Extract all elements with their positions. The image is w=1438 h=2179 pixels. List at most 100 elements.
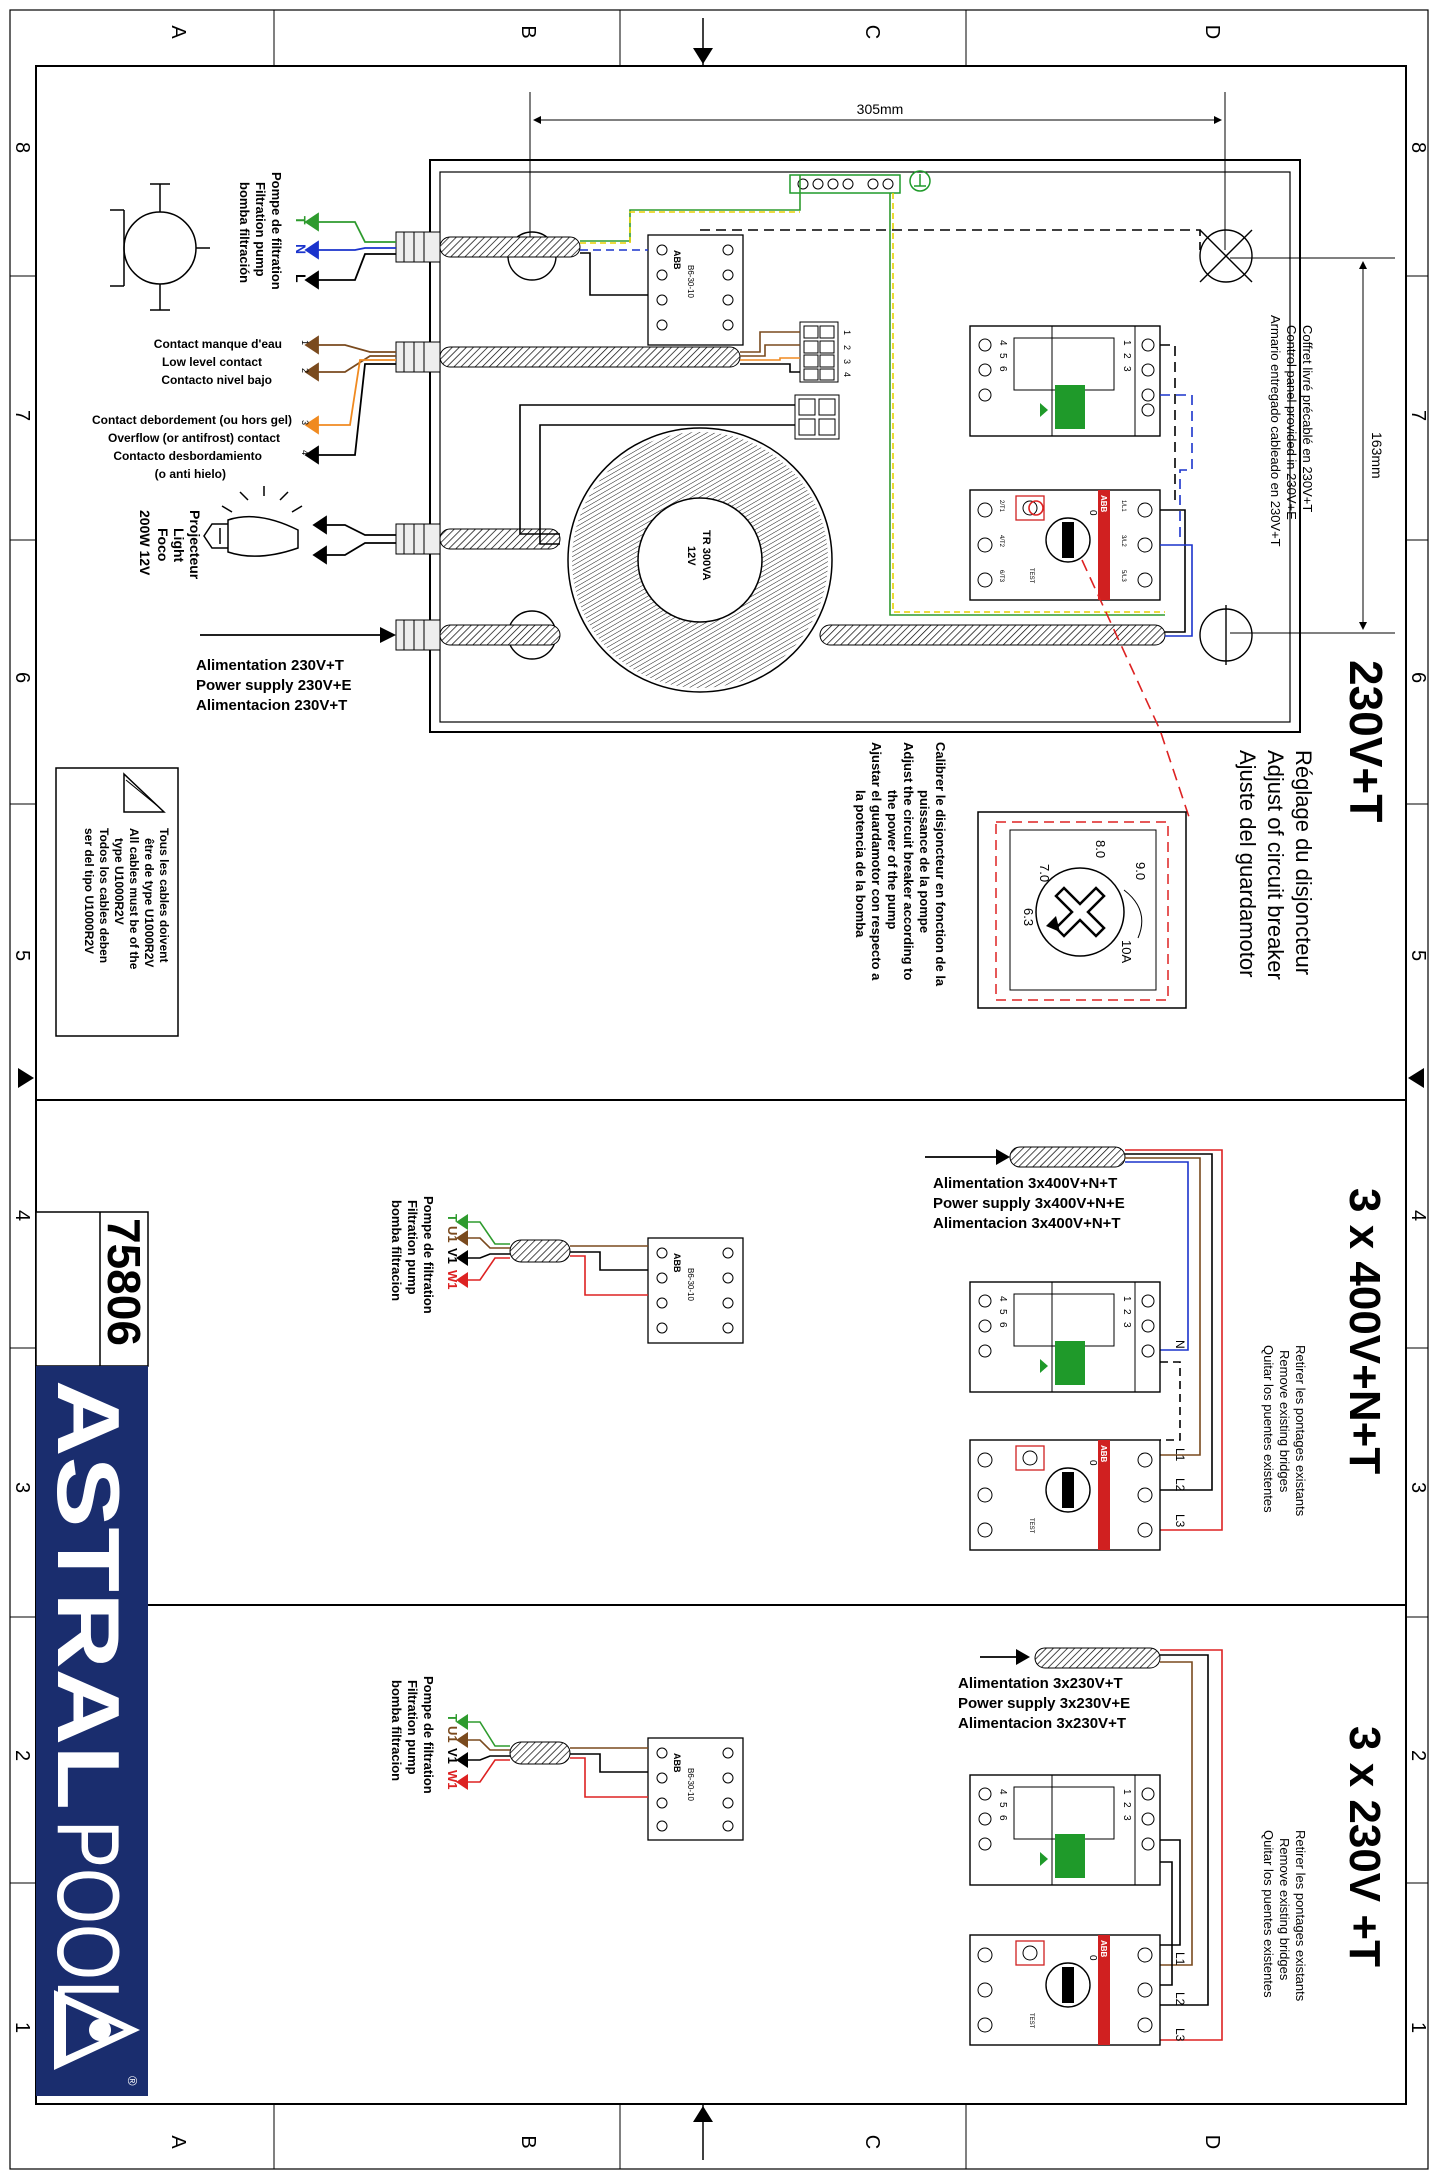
dimension-width: 305mm	[529, 92, 1226, 250]
contactor-400: ABB B6-30-10	[647, 1237, 744, 1344]
adjust-note-4: the power of the pump	[885, 790, 900, 929]
cable-warning-box: Tous les cables doivent être de type U10…	[55, 767, 179, 1037]
section-3x230-note: Retirer les pontages existants Remove ex…	[1261, 1830, 1308, 2002]
circuit-breaker-230: ABB 0 TEST 2/T1 4/T2 6/T3 1/L1 3/L2 5/L3	[969, 489, 1161, 601]
adjust-title-1: Réglage du disjoncteur	[1291, 750, 1316, 975]
supply-400-line-2: Power supply 3x400V+N+E	[933, 1195, 1125, 1212]
contact-arrow-4: 4	[300, 450, 310, 455]
breaker-230-l3: 5/L3	[1120, 570, 1126, 582]
breaker-230-l1: 1/L1	[1120, 500, 1126, 512]
control-box	[429, 159, 1301, 733]
supply-230-line-2: Power supply 230V+E	[196, 677, 352, 694]
warning-line-2: être de type U1000R2V	[142, 838, 156, 967]
section-3x230-note-3: Quitar los puentes existentes	[1261, 1830, 1276, 1998]
projector-label-4: 200W 12V	[137, 510, 153, 576]
terminal-labels-3x230: L1 L2 L3	[1173, 1952, 1187, 2042]
wire-400-u1: U1	[445, 1226, 460, 1243]
supply-cable-3x230	[980, 1647, 1161, 1669]
dimension-height-label: 163mm	[1369, 432, 1385, 479]
grid-number-3-right: 3	[1407, 1482, 1429, 1493]
breaker-230-zero: 0	[1087, 510, 1098, 516]
relay-230-term-2: 2	[1121, 353, 1132, 359]
box-note: Coffret livré précablé en 230V+T Control…	[1268, 315, 1315, 547]
supply-230-line-1: Alimentation 230V+T	[196, 657, 344, 674]
earth-symbol-icon	[909, 170, 931, 192]
warning-line-6: ser del tipo U1000R2V	[82, 828, 96, 954]
relay-400-term-6: 6	[997, 1322, 1008, 1328]
pump-400-label-1: Pompe de filtration	[421, 1196, 436, 1314]
warning-line-3: All cables must be of the	[127, 828, 141, 970]
gland-projector	[395, 523, 561, 555]
relay-400-term-4: 4	[997, 1296, 1008, 1302]
relay-module-400: 4 5 6 1 2 3	[969, 1281, 1161, 1393]
breaker-3x230-abb: ABB	[1099, 1940, 1108, 1958]
supply-cable-400	[925, 1146, 1126, 1168]
adjust-note-3: Adjust the circuit breaker according to	[901, 742, 916, 980]
breaker-3x230-zero: 0	[1087, 1955, 1098, 1961]
grid-letter-a-top: A	[167, 25, 189, 39]
supply-400-line-3: Alimentacion 3x400V+N+T	[933, 1215, 1121, 1232]
warning-line-4: type U1000R2V	[112, 838, 126, 925]
low-level-label: Contact manque d'eau Low level contact C…	[154, 337, 282, 387]
breaker-3x230-test: TEST	[1028, 2013, 1034, 2029]
breaker-400-zero: 0	[1087, 1460, 1098, 1466]
adjust-title-2: Adjust of circuit breaker	[1263, 750, 1288, 980]
pump-3x230-label-3: bomba filtracion	[389, 1680, 404, 1781]
contact-terminal-block: 1 2 3 4	[799, 321, 852, 383]
pump-label-3x230: Pompe de filtration Filtration pump bomb…	[389, 1676, 436, 1794]
gland-contacts	[395, 341, 741, 373]
pump-wires-3x230: T U1 V1 W1	[445, 1714, 460, 1790]
supply-3x230-line-3: Alimentacion 3x230V+T	[958, 1715, 1126, 1732]
section-400v-three-phase: 3 x 400V+N+T Retirer les pontages exista…	[389, 1146, 1389, 1551]
projector-label-3: Foco	[155, 528, 171, 561]
contactor-3x230-abb: ABB	[672, 1753, 682, 1773]
brand-logo-panel	[36, 1366, 148, 2096]
overflow-label-4: (o anti hielo)	[155, 467, 226, 481]
section-230v-single-phase: 230V+T Coffret livré précablé en 230V+T …	[55, 92, 1395, 1037]
transformer-label-1: TR 300VA	[700, 530, 712, 581]
dimension-width-label: 305mm	[857, 101, 904, 117]
breaker-230-abb: ABB	[1099, 495, 1108, 513]
grid-number-6-right: 6	[1407, 672, 1429, 683]
pump-cable-3x230	[456, 1714, 648, 1798]
pump-wire-n: N	[293, 244, 309, 254]
pump-symbol-icon	[110, 183, 210, 311]
terminal-400-l2: L2	[1173, 1478, 1187, 1492]
box-note-line-2: Control panel provided in 230V+E	[1284, 325, 1299, 520]
grid-letter-b-bottom: B	[517, 2135, 539, 2148]
sheet-frame	[9, 9, 1429, 2170]
relay-module-3x230: 4 5 6 1 2 3	[969, 1774, 1161, 1886]
contactor-230-abb: ABB	[672, 250, 682, 270]
low-level-label-3: Contacto nivel bajo	[161, 373, 272, 387]
adjust-note-5: Ajustar el guardamotor con respecto a	[869, 742, 884, 981]
relay-230-term-5: 5	[997, 353, 1008, 359]
contact-wire-arrows: 1 2 3 4	[300, 335, 396, 465]
grid-letter-d-bottom: D	[1201, 2135, 1223, 2149]
adjust-note: Calibrer le disjoncteur en fonction de l…	[853, 742, 948, 987]
cable-glands	[395, 231, 1166, 651]
grid-number-1-left: 1	[11, 2022, 33, 2033]
terminal-400-l1: L1	[1173, 1448, 1187, 1462]
grid-number-5-left: 5	[11, 950, 33, 961]
title-block: 75806 ASTRAL POOL ®	[35, 1211, 150, 2096]
contactor-230: ABB B6-30-10	[647, 234, 744, 346]
breaker-230-t1: 2/T1	[998, 500, 1004, 513]
relay-400-term-3: 3	[1121, 1322, 1132, 1328]
grid-labels: A B C D A B C D 8 7 6 5 4 3 2 1 8 7 6 5 …	[11, 25, 1429, 2150]
contact-arrow-2: 2	[300, 368, 310, 373]
dial-value-10a: 10A	[1119, 940, 1134, 963]
grid-number-2-left: 2	[11, 1750, 33, 1761]
adjust-title: Réglage du disjoncteur Adjust of circuit…	[1235, 750, 1316, 980]
contactor-3x230-model: B6-30-10	[686, 1768, 695, 1801]
relay-230-term-1: 1	[1121, 340, 1132, 346]
brand-registered-icon: ®	[125, 2076, 140, 2086]
section-400-note: Retirer les pontages existants Remove ex…	[1261, 1345, 1308, 1517]
contact-arrow-3: 3	[300, 420, 310, 425]
section-400-note-1: Retirer les pontages existants	[1293, 1345, 1308, 1517]
section-400-heading: 3 x 400V+N+T	[1340, 1188, 1389, 1474]
section-400-note-2: Remove existing bridges	[1277, 1350, 1292, 1493]
relay-3x230-term-3: 3	[1121, 1815, 1132, 1821]
grid-number-6-left: 6	[11, 672, 33, 683]
brand-triangle-icon	[54, 1990, 140, 2070]
circuit-breaker-3x230: ABB 0 TEST	[969, 1934, 1161, 2046]
